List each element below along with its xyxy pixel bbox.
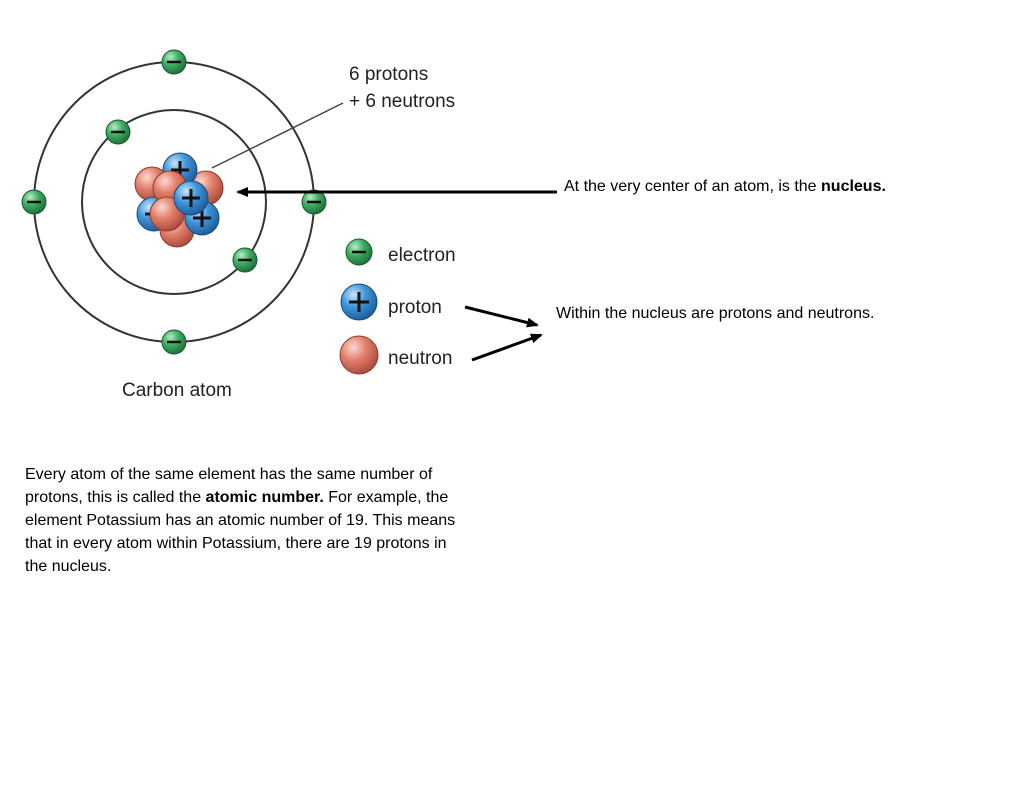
electron-particle xyxy=(161,49,187,75)
electron-particle xyxy=(161,329,187,355)
atomic-note-bold: atomic number. xyxy=(205,489,324,506)
electron-particle xyxy=(21,189,47,215)
nucleus xyxy=(134,152,224,248)
legend-electron-icon xyxy=(345,238,373,266)
legend: electron proton neutron xyxy=(339,238,456,375)
atomic-note-part1: Every atom of the same element has the s… xyxy=(25,466,433,506)
electron-particle xyxy=(105,119,131,145)
nucleus-label-protons: 6 protons xyxy=(349,64,428,85)
nucleus-note-bold: nucleus. xyxy=(821,178,886,195)
legend-proton-label: proton xyxy=(388,297,442,318)
atomic-note-part2: For example, the element Potassium has a… xyxy=(25,489,456,575)
nucleus-note: At the very center of an atom, is the nu… xyxy=(564,175,886,198)
legend-neutron-icon xyxy=(339,335,379,375)
proton-arrow xyxy=(464,305,539,328)
electron-particle xyxy=(232,247,258,273)
diagram-caption: Carbon atom xyxy=(122,380,232,401)
legend-electron-label: electron xyxy=(388,245,456,266)
neutron-arrow xyxy=(471,333,543,362)
nucleus-note-text: At the very center of an atom, is the xyxy=(564,178,822,195)
legend-proton-icon xyxy=(340,283,378,321)
proton-particle xyxy=(173,180,209,216)
atomic-number-note: Every atom of the same element has the s… xyxy=(25,463,465,578)
within-nucleus-note: Within the nucleus are protons and neutr… xyxy=(556,305,875,322)
nucleus-label-neutrons: + 6 neutrons xyxy=(349,91,455,112)
electron-particle xyxy=(301,189,327,215)
legend-neutron-label: neutron xyxy=(388,348,452,369)
inner-orbit xyxy=(81,109,267,295)
nucleus-pointer-line xyxy=(211,102,344,169)
